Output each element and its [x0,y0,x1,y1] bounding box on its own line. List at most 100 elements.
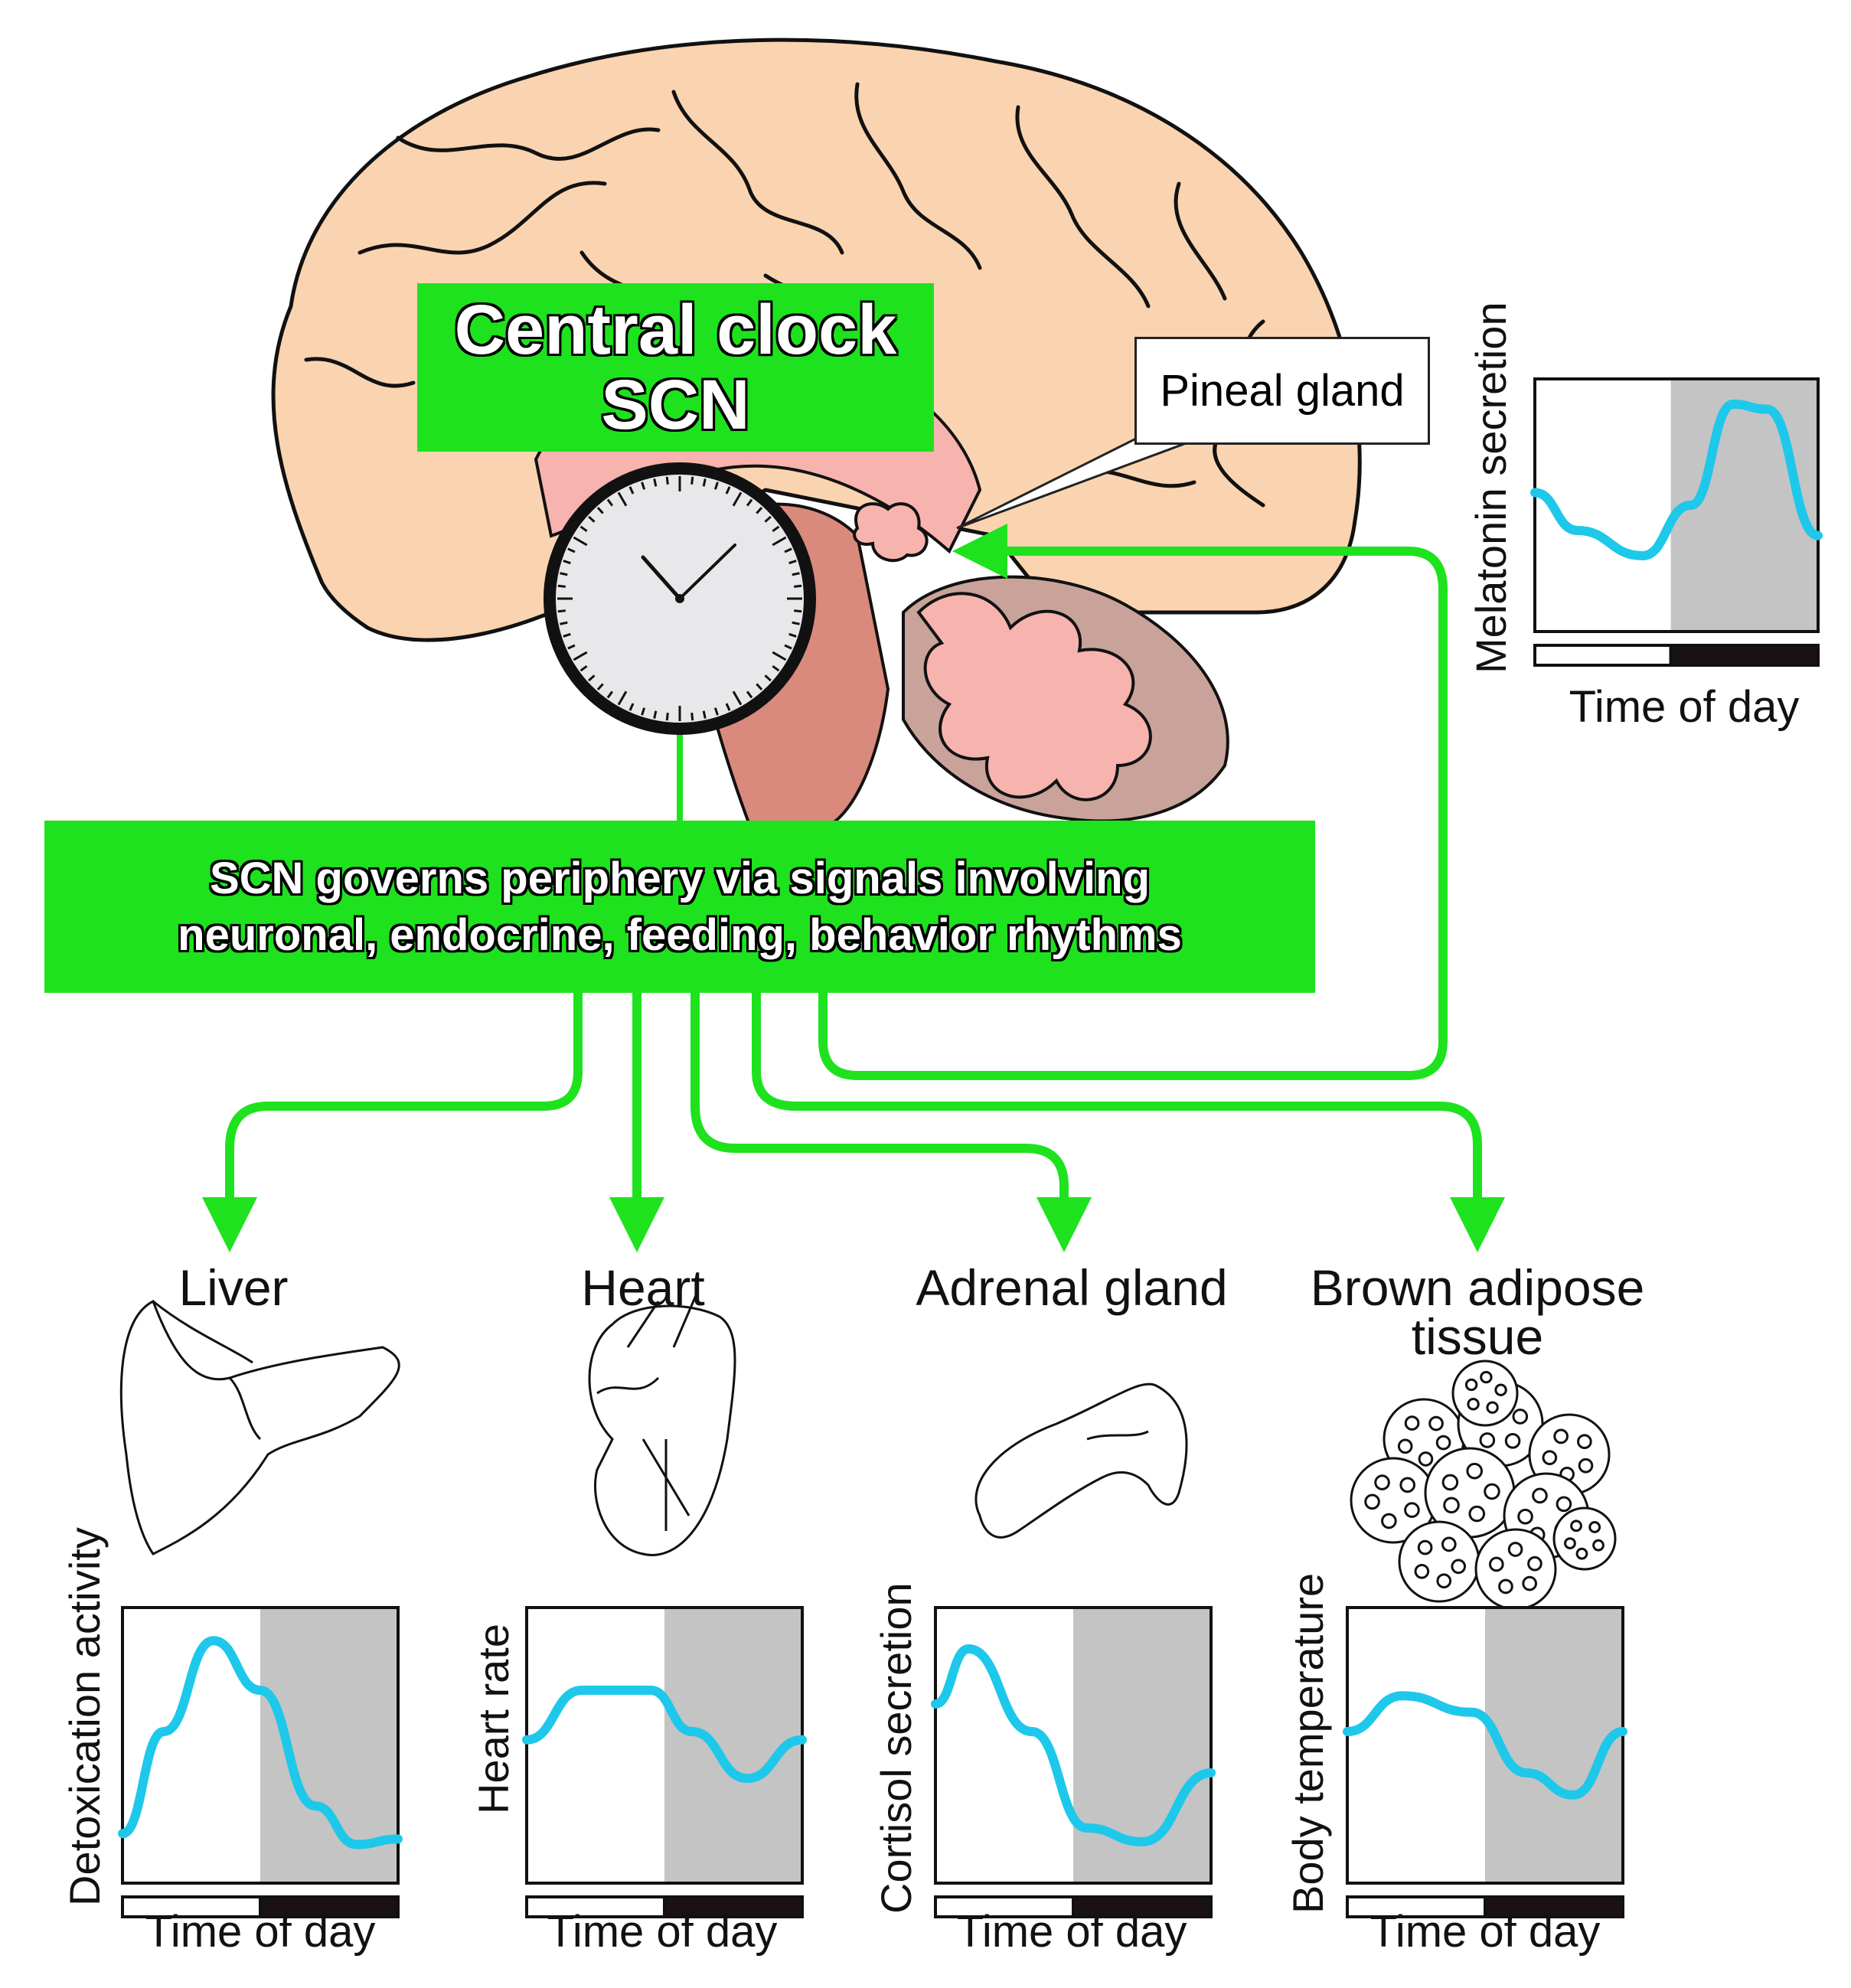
clock-tick [732,491,743,507]
clock-tick [784,644,792,650]
clock-tick [732,690,743,706]
adrenal-label: Adrenal gland [916,1259,1228,1316]
clock-tick [792,572,800,576]
bat-ylabel: Body temperature [1284,1572,1332,1914]
dark-bar [259,1895,400,1918]
clock-tick [702,710,707,719]
bat-xlabel: Time of day [1369,1907,1601,1957]
dark-bar [1072,1895,1213,1918]
clock-tick [596,683,604,690]
lipid-droplet [1578,1458,1594,1474]
lipid-droplet [1553,1428,1569,1444]
lipid-droplet [1466,1462,1483,1480]
clock-tick [756,683,763,690]
clock-tick [567,644,576,650]
clock-tick [606,690,614,699]
lipid-droplet [1575,1547,1588,1560]
clock-tick [746,690,753,699]
clock-tick [772,525,780,533]
light-bar [1533,644,1673,667]
dark-bar [663,1895,804,1918]
clock-tick [628,486,635,495]
lipid-droplet [1468,1505,1486,1523]
clock-tick [560,572,568,576]
clock-tick [563,632,571,638]
clock-tick [588,674,596,682]
clock-tick [713,481,719,490]
pineal-gland [853,502,929,563]
clock-tick [588,515,596,523]
lipid-droplet [1480,1370,1493,1384]
lipid-droplet [1588,1521,1601,1533]
heart-label: Heart [581,1259,705,1316]
clock-tick [772,651,787,661]
plot-heart [522,1606,807,1918]
lipid-droplet [1436,1573,1452,1589]
bat-label: Brown adipose tissue [1286,1262,1669,1365]
lipid-droplet [1504,1433,1521,1449]
bat-label-line-2: tissue [1411,1308,1544,1365]
arrow-bat [752,988,1505,1252]
lipid-droplet [1527,1555,1542,1572]
plot-frame [1533,377,1820,633]
clock-tick [784,547,792,553]
clock-tick [794,609,802,613]
adrenal-xlabel: Time of day [956,1907,1187,1957]
liver-icon [119,1299,400,1555]
adrenal-gland-icon [974,1382,1188,1539]
lipid-droplet [1564,1537,1576,1549]
rhythm-curve [118,1636,403,1849]
plots [118,377,1823,1918]
lipid-droplet [1428,1415,1444,1431]
dark-bar [1669,644,1820,667]
clock-tick [641,707,646,716]
cerebellum-folia [916,592,1152,801]
heart-ylabel: Heart rate [469,1624,517,1814]
arrows [202,524,1505,1252]
lipid-droplet [1441,1536,1457,1552]
clock-tick [746,498,753,507]
clock-tick [702,478,707,487]
lipid-droplet [1467,1398,1480,1411]
lipid-droplet [1484,1483,1500,1500]
lipid-droplet [1592,1539,1605,1552]
lipid-droplet [1532,1487,1548,1504]
clock-tick [653,710,658,719]
lipid-droplet [1364,1493,1380,1510]
lipid-droplet [1435,1435,1451,1451]
clock-tick [772,536,787,547]
clock-tick [665,476,669,485]
clock-tick [788,560,797,565]
lipid-droplet [1418,1451,1434,1467]
lipid-droplet [1522,1575,1537,1591]
clock-tick [713,707,719,716]
periphery-box: SCN governs periphery via signals involv… [44,821,1315,993]
arrow-adrenal [690,988,1092,1252]
heart-xlabel: Time of day [547,1907,778,1957]
clock-tick [772,664,780,672]
rhythm-curve [931,1644,1216,1847]
night-shade [1485,1608,1623,1883]
adipose-cell [1451,1360,1519,1427]
lipid-droplet [1397,1438,1413,1454]
clock-tick [579,664,588,672]
clock-tick [690,713,694,721]
lipid-droplet [1374,1474,1390,1490]
lipid-droplet [1464,1378,1478,1392]
clock-tick [560,621,568,625]
central-clock-subtitle: SCN [601,366,750,444]
lipid-droplet [1479,1432,1496,1448]
lipid-droplet [1517,1508,1533,1525]
liver-ylabel: Detoxication activity [60,1527,109,1906]
rhythm-curve [522,1685,807,1784]
brown-adipose-icon [1350,1360,1617,1611]
clock-tick [690,476,694,485]
clock-tick [725,703,731,711]
plot-frame [1346,1606,1624,1885]
rhythm-curve [1530,399,1823,561]
clock-icon [544,462,816,735]
clock-tick [573,651,588,661]
lipid-droplet [1404,1415,1420,1431]
clock-tick [573,536,588,547]
central-clock-box: Central clock SCN [417,283,934,452]
